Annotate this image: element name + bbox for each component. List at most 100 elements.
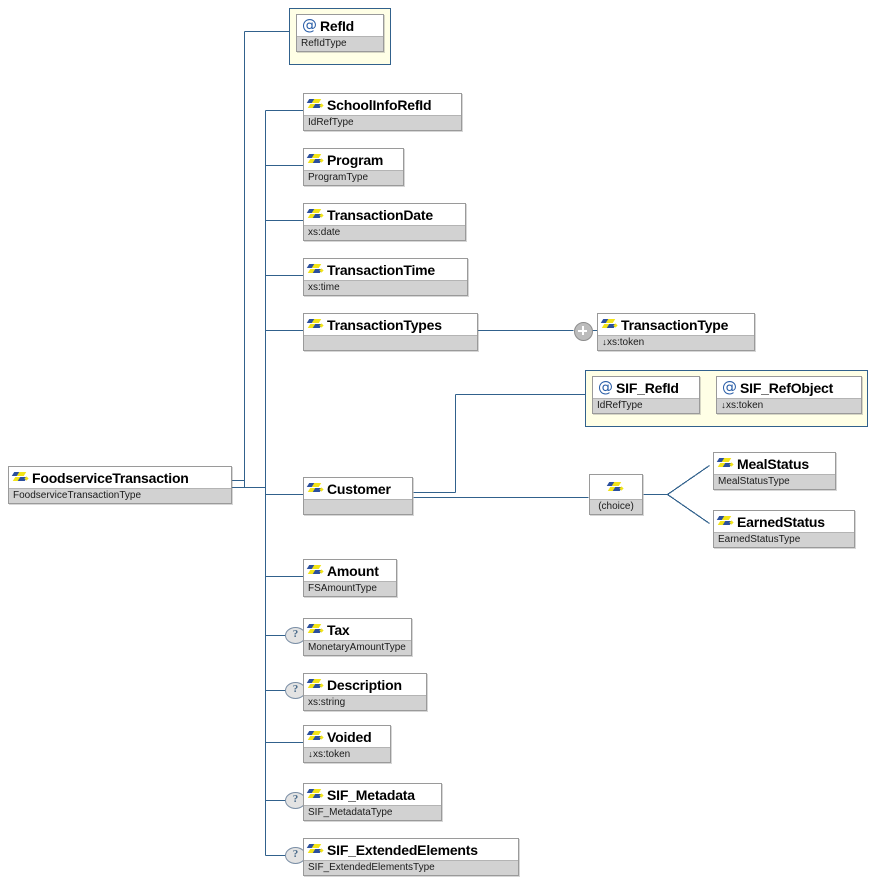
node-tax[interactable]: Tax MonetaryAmountType xyxy=(303,618,412,656)
node-transactiontypes[interactable]: TransactionTypes xyxy=(303,313,478,351)
node-label: SIF_ExtendedElements xyxy=(327,841,478,858)
node-name-row: SchoolInfoRefId xyxy=(304,94,461,115)
element-icon xyxy=(306,678,324,691)
element-icon xyxy=(306,208,324,221)
node-name-row xyxy=(590,475,642,499)
node-description[interactable]: Description xs:string xyxy=(303,673,427,711)
optional-symbol: ? xyxy=(292,848,299,860)
derived-type-arrow-icon: ↓ xyxy=(308,749,313,760)
node-choice-compositor[interactable]: (choice) xyxy=(589,474,643,515)
node-transactiontype[interactable]: TransactionType ↓xs:token xyxy=(597,313,755,351)
node-type: ↓xs:token xyxy=(308,748,386,762)
node-type: RefIdType xyxy=(301,38,347,49)
node-label: SIF_RefId xyxy=(616,379,679,396)
node-mealstatus[interactable]: MealStatus MealStatusType xyxy=(713,452,836,490)
element-icon xyxy=(306,153,324,166)
node-sif-metadata[interactable]: SIF_Metadata SIF_MetadataType xyxy=(303,783,442,821)
element-icon xyxy=(306,482,324,495)
element-icon xyxy=(306,564,324,577)
node-label: Amount xyxy=(327,562,379,579)
node-customer[interactable]: Customer xyxy=(303,477,413,515)
node-type-text: xs:token xyxy=(607,337,645,348)
node-type: ↓xs:token xyxy=(602,336,750,350)
node-name-row: TransactionDate xyxy=(304,204,465,225)
node-type-row: ↓xs:token xyxy=(304,747,390,762)
node-name-row: Program xyxy=(304,149,403,170)
node-label: EarnedStatus xyxy=(737,513,825,530)
node-sif-refid[interactable]: @ SIF_RefId IdRefType xyxy=(592,376,700,414)
node-schoolinforefid[interactable]: SchoolInfoRefId IdRefType xyxy=(303,93,462,131)
node-label: Voided xyxy=(327,728,372,745)
derived-type-arrow-icon: ↓ xyxy=(721,400,726,411)
node-type-row: FoodserviceTransactionType xyxy=(9,488,231,503)
node-name-row: Voided xyxy=(304,726,390,747)
node-name-row: Customer xyxy=(304,478,412,499)
element-icon xyxy=(306,623,324,636)
element-icon xyxy=(11,471,29,484)
element-icon xyxy=(306,98,324,111)
node-refid[interactable]: @ RefId RefIdType xyxy=(296,14,384,52)
node-type-row: MealStatusType xyxy=(714,474,835,489)
attribute-icon: @ xyxy=(302,16,317,34)
node-earnedstatus[interactable]: EarnedStatus EarnedStatusType xyxy=(713,510,855,548)
element-icon xyxy=(306,263,324,276)
node-type-row: xs:time xyxy=(304,280,467,295)
element-icon xyxy=(716,457,734,470)
derived-type-arrow-icon: ↓ xyxy=(602,337,607,348)
node-name-row: MealStatus xyxy=(714,453,835,474)
element-icon xyxy=(306,788,324,801)
node-label: TransactionTime xyxy=(327,261,436,278)
node-name-row: Description xyxy=(304,674,426,695)
node-name-row: @ SIF_RefObject xyxy=(717,377,861,398)
node-label: Tax xyxy=(327,621,350,638)
node-transactiondate[interactable]: TransactionDate xs:date xyxy=(303,203,466,241)
node-name-row: FoodserviceTransaction xyxy=(9,467,231,488)
node-type-text: xs:token xyxy=(313,749,351,760)
element-icon xyxy=(606,481,624,494)
node-type-row: ProgramType xyxy=(304,170,403,185)
element-icon xyxy=(600,318,618,331)
attribute-icon: @ xyxy=(722,378,737,396)
node-type-row: IdRefType xyxy=(304,115,461,130)
node-label: Description xyxy=(327,676,402,693)
node-transactiontime[interactable]: TransactionTime xs:time xyxy=(303,258,468,296)
choice-label: (choice) xyxy=(598,501,634,512)
node-type-row: EarnedStatusType xyxy=(714,532,854,547)
node-label: Customer xyxy=(327,480,391,497)
node-type-row xyxy=(304,335,477,350)
node-amount[interactable]: Amount FSAmountType xyxy=(303,559,397,597)
node-type-row: SIF_ExtendedElementsType xyxy=(304,860,518,875)
optional-symbol: ? xyxy=(292,683,299,695)
node-label: TransactionType xyxy=(621,316,729,333)
node-type-row xyxy=(304,499,412,514)
expand-plus-icon[interactable] xyxy=(574,322,593,341)
node-type: ProgramType xyxy=(308,172,369,183)
node-type-row: FSAmountType xyxy=(304,581,396,596)
node-label: SchoolInfoRefId xyxy=(327,96,432,113)
node-name-row: TransactionTypes xyxy=(304,314,477,335)
node-name-row: Amount xyxy=(304,560,396,581)
node-label: TransactionTypes xyxy=(327,316,442,333)
node-type-row: ↓xs:token xyxy=(598,335,754,350)
node-name-row: @ SIF_RefId xyxy=(593,377,699,398)
node-name-row: @ RefId xyxy=(297,15,383,36)
optional-symbol: ? xyxy=(292,793,299,805)
node-type-row: xs:string xyxy=(304,695,426,710)
node-name-row: EarnedStatus xyxy=(714,511,854,532)
node-program[interactable]: Program ProgramType xyxy=(303,148,404,186)
node-name-row: SIF_ExtendedElements xyxy=(304,839,518,860)
node-type: ↓xs:token xyxy=(721,399,857,413)
node-voided[interactable]: Voided ↓xs:token xyxy=(303,725,391,763)
node-foodservice-transaction[interactable]: FoodserviceTransaction FoodserviceTransa… xyxy=(8,466,232,504)
node-sif-extendedelements[interactable]: SIF_ExtendedElements SIF_ExtendedElement… xyxy=(303,838,519,876)
node-type: FoodserviceTransactionType xyxy=(13,490,142,501)
element-icon xyxy=(306,730,324,743)
element-icon xyxy=(306,843,324,856)
node-sif-refobject[interactable]: @ SIF_RefObject ↓xs:token xyxy=(716,376,862,414)
node-type: IdRefType xyxy=(597,400,643,411)
node-type-row: ↓xs:token xyxy=(717,398,861,413)
node-label: SIF_RefObject xyxy=(740,379,834,396)
node-label: FoodserviceTransaction xyxy=(32,469,189,486)
